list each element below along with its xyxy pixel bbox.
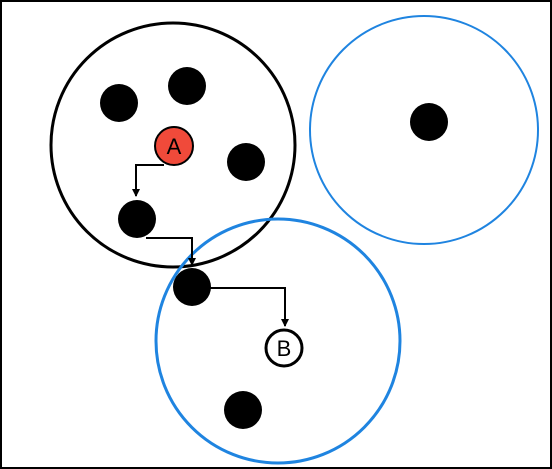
node-dot xyxy=(227,143,265,181)
node-dot xyxy=(173,268,211,306)
cluster-blue-right xyxy=(309,15,539,245)
path-arrow-dot-to-dot xyxy=(146,237,196,266)
node-dot xyxy=(100,84,138,122)
node-dot xyxy=(118,200,156,238)
cluster-black xyxy=(49,21,297,269)
node-dot xyxy=(224,391,262,429)
node-dot xyxy=(168,67,206,105)
cluster-blue-bottom xyxy=(154,217,402,465)
node-a-label: A xyxy=(167,134,182,159)
path-arrow-dot-to-b xyxy=(208,287,289,327)
node-b: B xyxy=(264,328,304,368)
node-dot xyxy=(410,103,448,141)
node-b-label: B xyxy=(277,336,292,361)
path-arrow-a-to-dot xyxy=(132,164,164,197)
node-a: A xyxy=(154,126,194,166)
